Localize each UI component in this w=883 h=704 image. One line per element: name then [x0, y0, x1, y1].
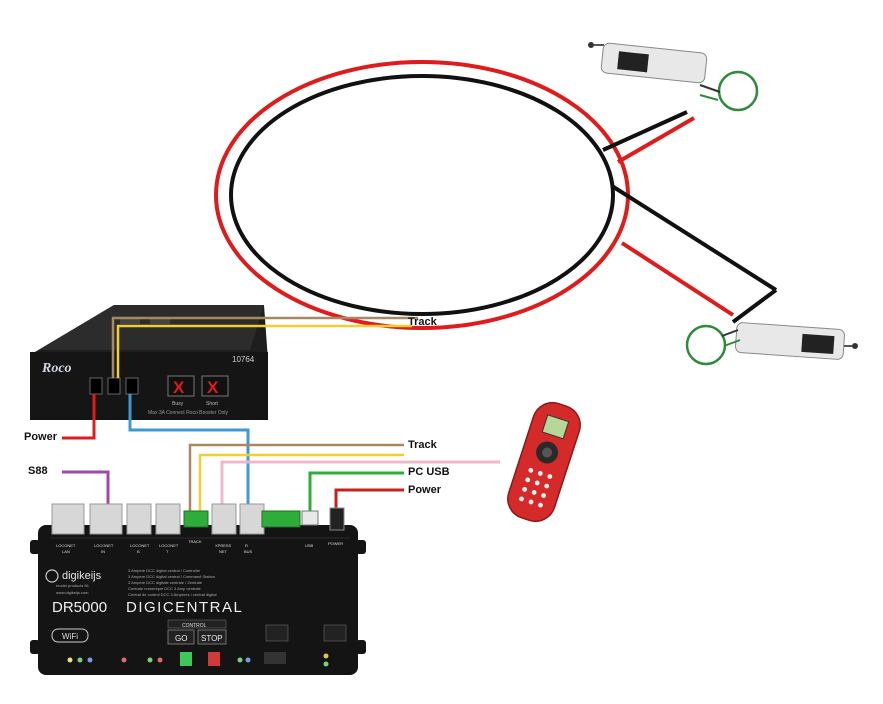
port-track-terminal — [183, 510, 209, 528]
label-power-left: Power — [24, 431, 58, 443]
svg-text:T: T — [166, 549, 169, 554]
label-s88: S88 — [28, 465, 48, 477]
detector-coil-bottom — [685, 324, 727, 366]
port-rbus — [239, 503, 265, 535]
track-detector-bottom — [685, 322, 858, 366]
detector-wires — [602, 110, 778, 324]
svg-text:B: B — [137, 549, 140, 554]
booster-panel-text: Max 3A Connect Roco Booster Only — [148, 410, 229, 416]
booster-busy-x: X — [173, 378, 185, 397]
throttle-screen — [541, 414, 570, 440]
booster-power-jack — [89, 377, 103, 395]
spec-line: 3 Ampere DCC digitale centrale / Zentral… — [128, 580, 203, 585]
svg-text:BUS: BUS — [244, 549, 253, 554]
port-usb — [301, 510, 319, 526]
central-brand: digikeijs — [62, 570, 102, 582]
svg-text:R: R — [245, 543, 248, 548]
status-leds — [67, 652, 329, 667]
svg-text:LOCONET: LOCONET — [159, 543, 179, 548]
digikeijs-logo-icon — [45, 569, 59, 583]
port-loconet-lan — [51, 503, 85, 535]
go-button[interactable] — [167, 629, 195, 645]
port-power-jack — [329, 507, 345, 531]
label-track-top: Track — [408, 316, 437, 328]
svg-text:LOCONET: LOCONET — [130, 543, 150, 548]
spec-line: Centrale numerique DCC 3 Amp centrale — [128, 586, 201, 591]
central-spec-lines: 3 Ampere DCC digital central / Controlle… — [128, 568, 217, 597]
port-xpressnet — [211, 503, 237, 535]
track-rail-black — [229, 74, 615, 316]
svg-text:IN: IN — [101, 549, 105, 554]
stop-label: STOP — [201, 634, 223, 643]
control-label: CONTROL — [182, 623, 207, 629]
booster-short-x: X — [207, 378, 219, 397]
svg-text:LOCONET: LOCONET — [56, 543, 76, 548]
svg-text:USB: USB — [305, 543, 314, 548]
booster-busy-label: Busy — [172, 401, 184, 407]
svg-text:LAN: LAN — [62, 549, 70, 554]
booster-track-wires — [62, 316, 418, 510]
stop-led-button — [208, 652, 220, 666]
detector-coil-top — [717, 70, 759, 112]
stop-button[interactable] — [197, 629, 227, 645]
central-tagline: model products NL — [56, 583, 90, 588]
svg-text:LOCONET: LOCONET — [94, 543, 114, 548]
port-loconet-b — [126, 503, 152, 535]
label-power-right: Power — [408, 484, 442, 496]
spec-line: Central de control DCC 3 Amperes / centr… — [128, 592, 217, 597]
dr5000-central: LOCONET LAN LOCONET IN LOCONET B LOCONET… — [30, 503, 366, 675]
port-loconet-in — [89, 503, 123, 535]
booster-track-jack — [107, 377, 121, 395]
spec-line: 3 Ampere DCC digital central / Controlle… — [128, 568, 201, 573]
go-led-button — [180, 652, 192, 666]
throttle-keypad — [519, 467, 553, 508]
track-rail-red — [214, 60, 630, 330]
booster-model: 10764 — [232, 355, 255, 364]
port-loconet-t — [155, 503, 181, 535]
go-label: GO — [175, 634, 187, 643]
svg-text:POWER: POWER — [328, 541, 343, 546]
spec-line: 3 Ampere DCC digital central / Command S… — [128, 574, 215, 579]
svg-text:TRACK: TRACK — [188, 539, 202, 544]
track-oval — [214, 60, 630, 330]
booster-short-label: Short — [206, 401, 219, 407]
port-green-terminal — [261, 510, 301, 528]
central-wires — [62, 443, 500, 512]
central-model: DR5000 — [52, 599, 107, 616]
label-pc-usb: PC USB — [408, 466, 450, 478]
roco-booster: Roco 10764 X X Busy Short Max 3A Connect… — [30, 305, 268, 420]
wifi-badge — [51, 628, 89, 643]
wifi-label: WiFi — [62, 632, 78, 641]
booster-bus-jack — [125, 377, 139, 395]
svg-text:NET: NET — [219, 549, 228, 554]
track-detector-top — [588, 42, 759, 112]
svg-text:XPRESS: XPRESS — [215, 543, 232, 548]
central-name: DIGICENTRAL — [126, 599, 243, 616]
label-track-right: Track — [408, 439, 437, 451]
booster-brand: Roco — [41, 361, 72, 376]
central-url: www.digikeijs.com — [56, 590, 89, 595]
multimaus-throttle — [507, 401, 581, 523]
